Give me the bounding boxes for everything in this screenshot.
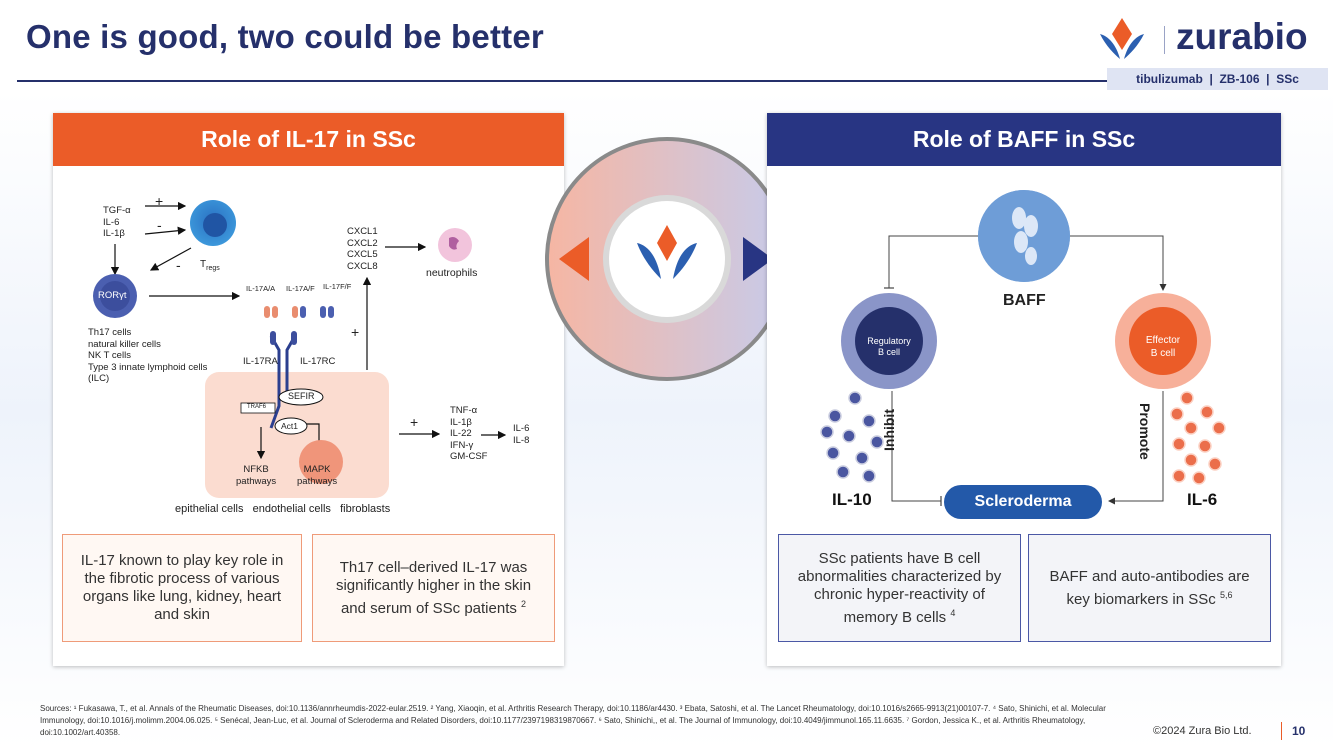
label-traf6: TRAF6 [247,404,267,410]
baff-label: BAFF [1003,292,1046,309]
il17-panel-title: Role of IL-17 in SSc [53,113,564,166]
baff-panel: Role of BAFF in SSc [767,113,1281,666]
inhibit-connector [891,391,941,502]
logo-wordmark: zurabio [1176,16,1308,57]
roryt-label: RORγt [98,290,127,301]
left-arrow-icon [559,237,589,281]
neutrophils-label: neutrophils [426,267,478,279]
il17-source-cells: Th17 cells natural killer cells NK T cel… [88,327,208,384]
il17f-f-dimer [320,306,334,318]
label-il17ra: IL-17RA [243,356,278,367]
downstream-cytokines: TNF-α IL-1β IL-22 IFN-γ GM-CSF [450,405,488,462]
promote-connector [1108,391,1164,505]
page-number-separator [1281,722,1282,740]
minus-sign-2: - [176,257,181,273]
arrow-to-treg-2 [144,226,187,235]
input-cytokines: TGF-α IL-6 IL-1β [103,205,131,239]
right-arrow-icon [743,237,773,281]
sources-footnote: Sources: ¹ Fukasawa, T., et al. Annals o… [40,704,1106,737]
mapk-circle [299,440,343,484]
label-il17a-f: IL-17A/F [286,284,315,293]
arrow-treg-inhibit [149,247,192,271]
il10-label: IL-10 [832,490,872,509]
page-title: One is good, two could be better [26,18,544,55]
traf6-box [240,402,276,414]
baff-panel-title: Role of BAFF in SSc [767,113,1281,166]
il17-fact-box-1: IL-17 known to play key role in the fibr… [62,534,302,642]
plus-sign-2: + [351,324,360,340]
inhibit-label: Inhibit [881,409,897,451]
sefir-domain [278,388,324,406]
label-il17f-f: IL-17F/F [323,282,352,291]
label-sefir: SEFIR [288,391,315,401]
il6-il8-outputs: IL-6 IL-8 [513,423,530,446]
plus-sign-1: + [155,193,164,209]
promote-label: Promote [1137,403,1153,460]
label-il17a-a: IL-17A/A [246,284,276,293]
chemokines-list: CXCL1 CXCL2 CXCL5 CXCL8 [347,226,378,272]
baff-to-regulatory [888,235,979,288]
zurabio-emblem-icon [637,225,697,279]
center-comparison-emblem [541,133,793,385]
scleroderma-pill: Scleroderma [944,485,1102,519]
il17a-a-dimer [264,306,278,318]
label-act1: Act1 [281,421,299,431]
baff-fact-box-1: SSc patients have B cell abnormalities c… [778,534,1021,642]
il6-particles [1170,391,1226,485]
product-tag-bar: tibulizumab | ZB-106 | SSc [1107,68,1328,90]
baff-diagram [820,190,1226,506]
zurabio-logo-icon [1100,18,1144,59]
tissue-cells-label: epithelial cells endothelial cells fibro… [175,503,391,515]
page-number: 10 [1292,724,1306,738]
baff-to-effector [1069,235,1167,291]
tregs-label: Tregs [200,259,220,272]
minus-sign-1: - [157,217,162,233]
baff-fact-box-2: BAFF and auto-antibodies are key biomark… [1028,534,1271,642]
header-rule [17,80,1117,82]
zurabio-logo: zurabio [1098,14,1328,64]
act1-domain [274,417,308,435]
copyright: ©2024 Zura Bio Ltd. [1153,725,1252,737]
il17a-f-dimer [292,306,306,318]
receptor-il17ra [269,335,281,429]
il17-panel: Role of IL-17 in SSc [53,113,564,666]
il17-diagram [93,200,507,484]
logo-separator [1164,26,1165,54]
il6-label: IL-6 [1187,490,1218,509]
il17-fact-box-2: Th17 cell–derived IL-17 was significantl… [312,534,555,642]
il10-particles [820,391,884,483]
label-il17rc: IL-17RC [300,356,336,367]
plus-sign-3: + [410,414,419,430]
